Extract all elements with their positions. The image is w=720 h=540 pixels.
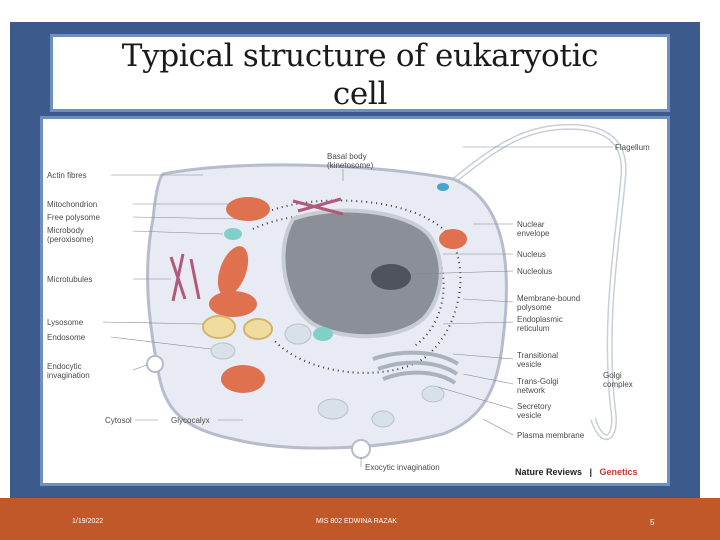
mitochondrion-5 [439,229,467,249]
slide-title-line2: cell [53,75,667,113]
microbody-shape [224,228,242,240]
label-endoplasmic: Endoplasmic [517,315,563,324]
footer-course: MIS 802 EDWINA RAZAK [316,518,397,525]
label-plasma-membrane: Plasma membrane [517,431,585,440]
label-free-polysome: Free polysome [47,213,100,222]
basal-body-shape [437,183,449,191]
label-vesicle-1: vesicle [517,360,542,369]
label-trans-golgi: Trans-Golgi [517,377,559,386]
label-peroxisome: (peroxisome) [47,235,94,244]
label-endosome: Endosome [47,333,86,342]
label-cytosol: Cytosol [105,416,132,425]
label-complex: complex [603,380,633,389]
credit-genetics: Genetics [599,467,637,477]
label-lysosome: Lysosome [47,318,84,327]
label-envelope: envelope [517,229,550,238]
mitochondrion-1 [226,197,270,221]
slide-footer: 1/19/2022 MIS 802 EDWINA RAZAK 5 [0,498,720,540]
label-transitional: Transitional [517,351,558,360]
label-microbody: Microbody [47,226,84,235]
label-mitochondrion: Mitochondrion [47,200,97,209]
label-membrane-bound: Membrane-bound [517,294,580,303]
label-nucleus: Nucleus [517,250,546,259]
credit-nature-reviews: Nature Reviews [515,467,582,477]
credit-separator: | [589,467,592,477]
title-box: Typical structure of eukaryotic cell [50,34,670,112]
credit-line: Nature Reviews | Genetics [515,462,638,479]
label-endocytic: Endocytic [47,362,82,371]
label-network: network [517,386,546,395]
endosome-shape [211,343,235,359]
slide-title-line1: Typical structure of eukaryotic [53,37,667,75]
label-basal-body: Basal body [327,152,367,161]
nucleolus-shape [371,264,411,290]
cell-diagram: Actin fibres Mitochondrion Free polysome… [40,116,670,486]
label-flagellum: Flagellum [615,143,650,152]
label-nuclear: Nuclear [517,220,545,229]
label-kinetosome: (kinetosome) [327,161,374,170]
label-reticulum: reticulum [517,324,550,333]
label-glycocalyx: Glycocalyx [171,416,210,425]
nucleus-shape [283,211,440,337]
label-secretory: Secretory [517,402,551,411]
label-golgi: Golgi [603,371,622,380]
label-polysome: polysome [517,303,552,312]
footer-date: 1/19/2022 [72,518,103,525]
mitochondrion-3 [209,291,257,317]
label-microtubules: Microtubules [47,275,92,284]
mitochondrion-4 [221,365,265,393]
label-actin-fibres: Actin fibres [47,171,87,180]
lysosome-shape [203,316,235,338]
label-nucleolus: Nucleolus [517,267,552,276]
footer-page-number: 5 [650,518,654,527]
exocytic-invagination-shape [352,440,370,458]
label-exocytic-invagination: Exocytic invagination [365,463,440,472]
label-vesicle-2: vesicle [517,411,542,420]
endocytic-invagination-shape [147,356,163,372]
label-invagination: invagination [47,371,90,380]
cell-diagram-svg: Actin fibres Mitochondrion Free polysome… [43,119,667,483]
